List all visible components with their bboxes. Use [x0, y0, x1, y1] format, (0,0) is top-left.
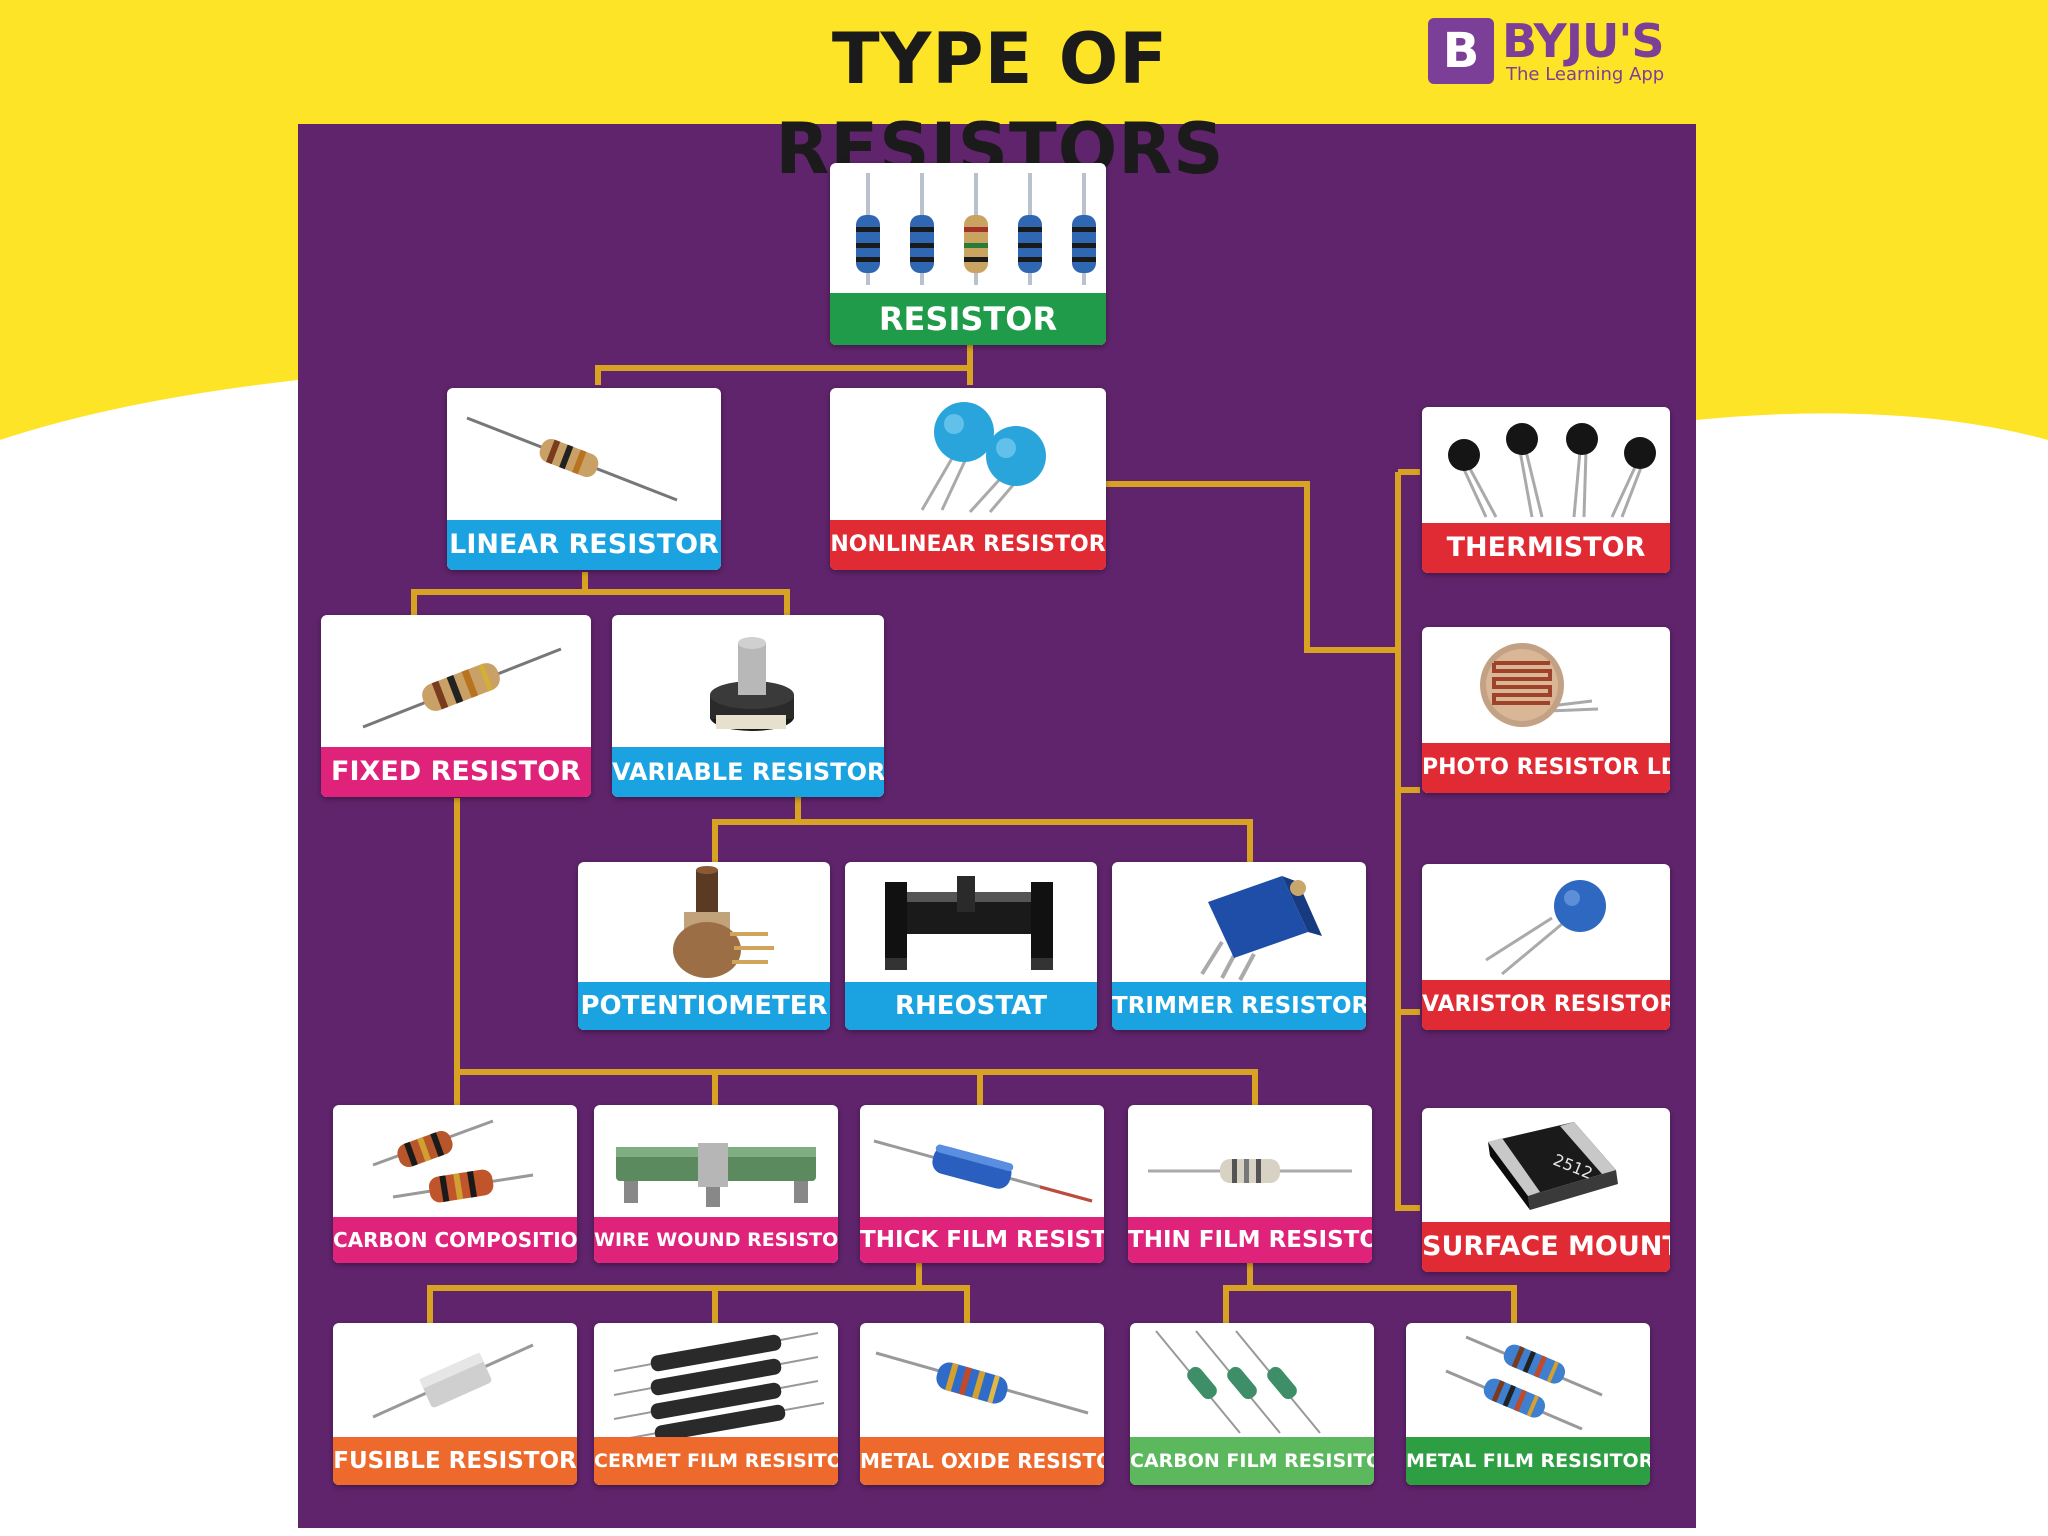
node-photo-resistor-ldr[interactable]: PHOTO RESISTOR LDR	[1422, 627, 1670, 793]
metal-film-icon	[1445, 1335, 1603, 1431]
node-label: VARIABLE RESISTOR	[612, 747, 884, 797]
resistor-array-icon	[856, 173, 1096, 285]
node-label: THICK FILM RESISTOR	[860, 1217, 1104, 1263]
connector-thick	[427, 1262, 970, 1323]
node-potentiometer[interactable]: POTENTIOMETER	[578, 862, 830, 1030]
node-label: METAL OXIDE RESISTOR	[860, 1437, 1104, 1485]
node-label: RESISTOR	[830, 293, 1106, 345]
node-carbon-film-resistor[interactable]: CARBON FILM RESISITOR	[1130, 1323, 1374, 1485]
cermet-film-icon	[613, 1332, 825, 1437]
disc-capacitor-icon	[920, 402, 1046, 514]
node-nonlinear-resistor[interactable]: NONLINEAR RESISTOR	[830, 388, 1106, 570]
connector-fixed	[454, 798, 1258, 1105]
node-thermistor[interactable]: THERMISTOR	[1422, 407, 1670, 573]
node-label: LINEAR RESISTOR	[447, 520, 721, 570]
rheostat-icon	[885, 876, 1053, 970]
node-thick-film-resistor[interactable]: THICK FILM RESISTOR	[860, 1105, 1104, 1263]
rotary-knob-icon	[710, 637, 794, 731]
connector-thin	[1223, 1262, 1517, 1323]
node-fusible-resistor[interactable]: FUSIBLE RESISTOR	[333, 1323, 577, 1485]
connector-nonlinear	[1106, 469, 1420, 1211]
axial-resistor-icon	[362, 647, 562, 729]
node-linear-resistor[interactable]: LINEAR RESISTOR	[447, 388, 721, 570]
logo-name: BYJU'S	[1502, 14, 1665, 68]
thermistor-icon	[1448, 423, 1656, 518]
node-label: FUSIBLE RESISTOR	[333, 1437, 577, 1485]
ldr-icon	[1480, 643, 1599, 727]
connector-linear	[411, 572, 790, 615]
node-fixed-resistor[interactable]: FIXED RESISTOR	[321, 615, 591, 797]
node-label: THERMISTOR	[1422, 523, 1670, 573]
node-carbon-composition[interactable]: CARBON COMPOSITION	[333, 1105, 577, 1263]
node-surface-mount[interactable]: 2512 SURFACE MOUNT	[1422, 1108, 1670, 1272]
node-label: RHEOSTAT	[845, 982, 1097, 1030]
trimmer-icon	[1200, 876, 1322, 981]
node-label: TRIMMER RESISTOR	[1112, 982, 1366, 1030]
node-label: THIN FILM RESISTOR	[1128, 1217, 1372, 1263]
node-varistor-resistor[interactable]: VARISTOR RESISTOR	[1422, 864, 1670, 1030]
connector-variable	[712, 797, 1253, 862]
node-label: NONLINEAR RESISTOR	[830, 520, 1106, 570]
byjus-logo: B BYJU'S The Learning App	[1428, 14, 1678, 90]
node-trimmer-resistor[interactable]: TRIMMER RESISTOR	[1112, 862, 1366, 1030]
node-label: FIXED RESISTOR	[321, 747, 591, 797]
thin-film-icon	[1148, 1159, 1352, 1183]
node-label: WIRE WOUND RESISTOR	[594, 1217, 838, 1263]
node-label: CARBON COMPOSITION	[333, 1217, 577, 1263]
smd-chip-icon: 2512	[1488, 1122, 1618, 1210]
node-label: POTENTIOMETER	[578, 982, 830, 1030]
node-label: PHOTO RESISTOR LDR	[1422, 743, 1670, 793]
node-label: SURFACE MOUNT	[1422, 1222, 1670, 1272]
varistor-icon	[1485, 880, 1606, 976]
potentiometer-icon	[673, 866, 774, 978]
node-rheostat[interactable]: RHEOSTAT	[845, 862, 1097, 1030]
node-label: CERMET FILM RESISITOR	[594, 1437, 838, 1485]
node-label: METAL FILM RESISITOR	[1406, 1437, 1650, 1485]
thick-film-icon	[873, 1139, 1093, 1203]
carbon-composition-icon	[372, 1119, 534, 1203]
node-wire-wound-resistor[interactable]: WIRE WOUND RESISTOR	[594, 1105, 838, 1263]
wire-wound-icon	[616, 1143, 816, 1207]
carbon-film-icon	[1155, 1330, 1321, 1434]
node-metal-film-resistor[interactable]: METAL FILM RESISITOR	[1406, 1323, 1650, 1485]
node-metal-oxide-resistor[interactable]: METAL OXIDE RESISTOR	[860, 1323, 1104, 1485]
node-label: CARBON FILM RESISITOR	[1130, 1437, 1374, 1485]
axial-resistor-icon	[466, 416, 678, 502]
node-variable-resistor[interactable]: VARIABLE RESISTOR	[612, 615, 884, 797]
node-cermet-film-resistor[interactable]: CERMET FILM RESISITOR	[594, 1323, 838, 1485]
connector-root	[595, 345, 973, 385]
node-resistor[interactable]: RESISTOR	[830, 163, 1106, 345]
logo-mark-icon: B	[1428, 18, 1494, 84]
logo-tagline: The Learning App	[1506, 64, 1665, 85]
fusible-resistor-icon	[372, 1343, 534, 1419]
node-label: VARISTOR RESISTOR	[1422, 980, 1670, 1030]
metal-oxide-icon	[875, 1351, 1089, 1415]
node-thin-film-resistor[interactable]: THIN FILM RESISTOR	[1128, 1105, 1372, 1263]
